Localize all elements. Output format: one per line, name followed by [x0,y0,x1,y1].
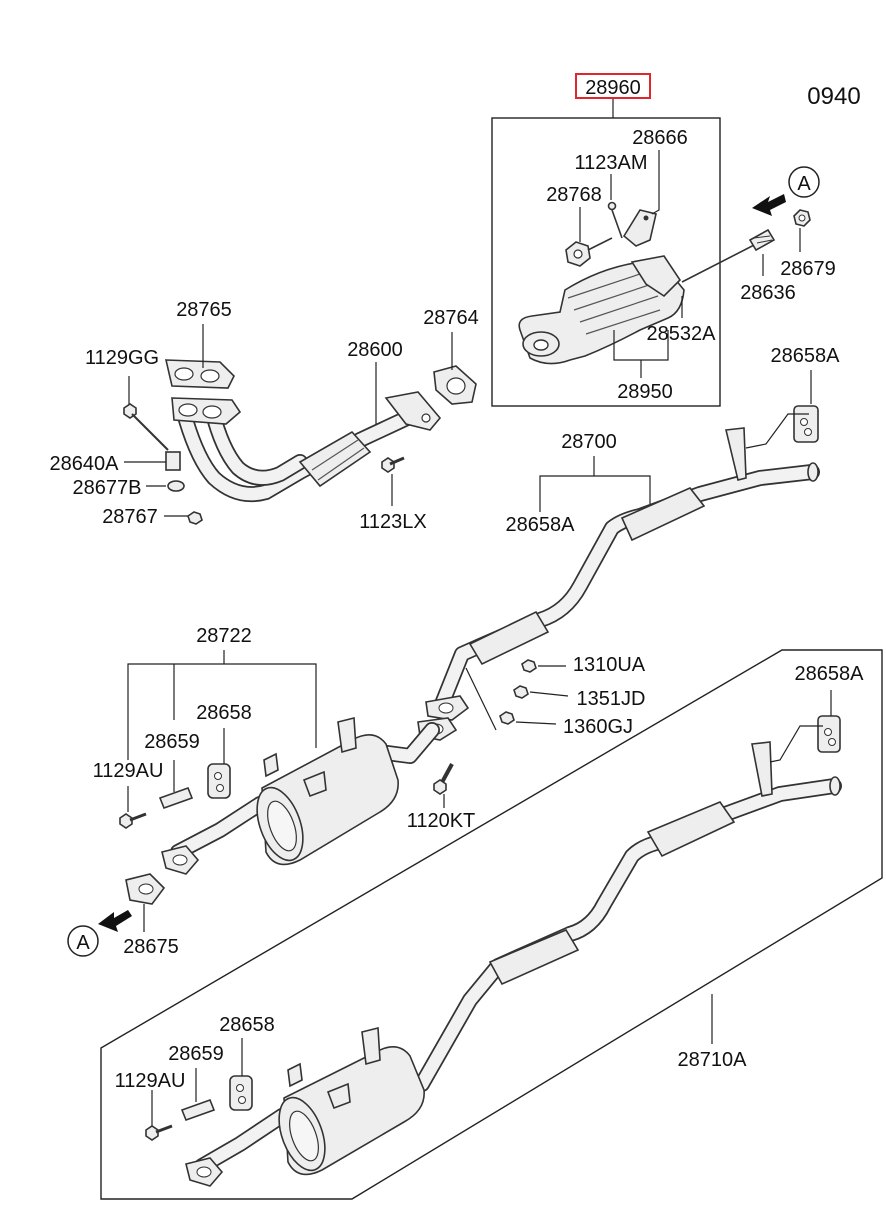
bolt-1129AU-mid [119,812,147,829]
label-1129AU-mid: 1129AU [93,760,164,782]
label-28767: 28767 [102,506,158,528]
label-28710A: 28710A [678,1049,748,1071]
bolt-1123AM [607,201,623,239]
page-code: 0940 [807,83,860,110]
label-28764: 28764 [423,307,479,329]
label-1360GJ: 1360GJ [563,716,633,738]
collar-28659-mid [158,786,194,810]
exhaust-manifold-gasket-28765 [164,359,235,389]
label-28960: 28960 [585,77,641,99]
front-pipe-flange [171,397,242,425]
label-28636: 28636 [740,282,796,304]
view-A-arrow-top [752,194,786,216]
hanger-28658A-top [793,405,819,443]
label-1123AM: 1123AM [574,152,647,174]
view-A-label-top: A [797,173,811,195]
highlight-box-28960 [575,73,651,99]
label-28658-mid: 28658 [196,702,252,724]
bolt-1123LX [381,456,405,473]
view-A-label-bottom: A [76,932,90,954]
nut-28679 [793,209,811,227]
hanger-28658-mid [207,763,231,799]
view-A-marker-bottom [67,925,99,957]
bolt-1120KT [433,763,454,795]
stud-28636 [748,228,776,252]
label-28659-low: 28659 [168,1043,224,1065]
label-1351JD: 1351JD [577,688,646,710]
label-28679: 28679 [780,258,836,280]
view-A-arrow-bottom [98,910,132,932]
view-A-marker-top [788,166,820,198]
nut-1351JD [513,685,529,699]
label-28677B: 28677B [73,477,142,499]
label-1120KT: 1120KT [407,810,476,832]
collar-28659-low [180,1098,216,1122]
label-28658A-top: 28658A [771,345,841,367]
label-28768: 28768 [546,184,602,206]
gasket-28675 [125,873,166,905]
complete-muffler-assembly-28710A [185,741,842,1187]
nut-28767 [187,511,203,525]
label-28950: 28950 [617,381,673,403]
label-28658A-low: 28658A [795,663,865,685]
label-28658A-mid: 28658A [506,514,576,536]
label-28765: 28765 [176,299,232,321]
label-28675: 28675 [123,936,179,958]
label-28666: 28666 [632,127,688,149]
bolt-1129GG [123,403,169,451]
bracket-28640A [165,451,181,471]
label-1129GG: 1129GG [85,347,159,369]
label-28700: 28700 [561,431,617,453]
label-28658-low: 28658 [219,1014,275,1036]
center-exhaust-pipe-28700 [434,427,820,712]
heat-shield-bracket-28666 [622,209,657,247]
label-28659-mid: 28659 [144,731,200,753]
hanger-28658A-low [817,715,841,753]
gasket-28764 [433,365,477,405]
muffler-assembly-frame [100,649,883,1200]
nut-1360GJ [499,711,515,725]
oxygen-sensor-28768 [565,237,613,267]
washer-28677B [167,480,185,492]
leader-lines [124,98,832,1126]
hanger-28658-low [229,1075,253,1111]
catalytic-converter [518,241,761,365]
nut-1310UA [521,659,537,673]
label-1123LX: 1123LX [359,511,426,533]
main-muffler-28722 [161,716,440,875]
label-28722: 28722 [196,625,252,647]
label-28600: 28600 [347,339,403,361]
label-28640A: 28640A [50,453,120,475]
label-28532A: 28532A [647,323,717,345]
bolt-1129AU-low [145,1124,173,1141]
label-1129AU-low: 1129AU [115,1070,186,1092]
label-1310UA: 1310UA [573,654,646,676]
front-exhaust-pipe-28600 [178,391,442,503]
